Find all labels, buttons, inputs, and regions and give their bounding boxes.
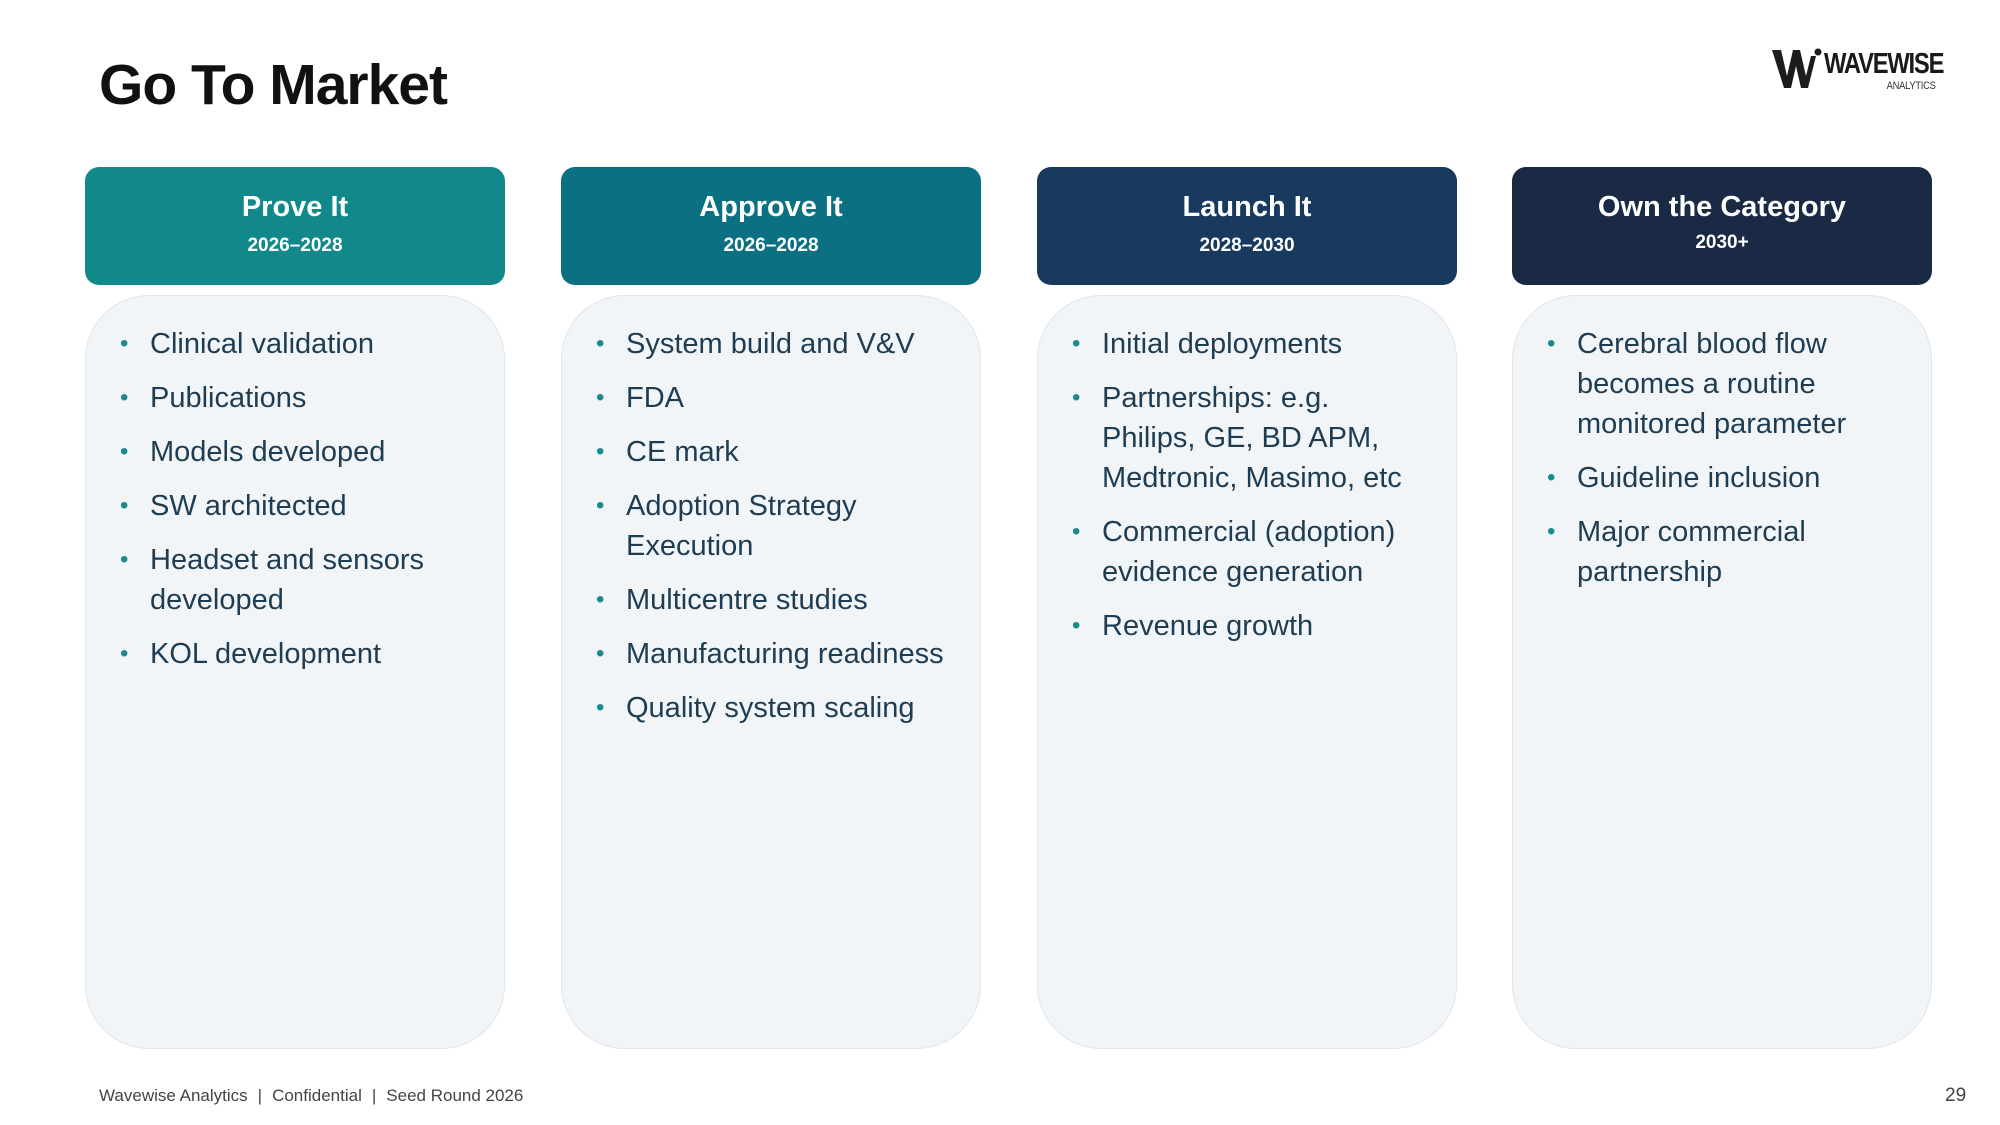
- list-item: •Revenue growth: [1072, 606, 1426, 646]
- list-item: •Cerebral blood flow becomes a routine m…: [1547, 324, 1901, 444]
- bullet-list: •Cerebral blood flow becomes a routine m…: [1513, 296, 1931, 592]
- list-item: •Headset and sensors developed: [120, 540, 474, 620]
- phase-card: •Clinical validation •Publications •Mode…: [85, 295, 505, 1049]
- bullet-icon: •: [120, 640, 129, 667]
- bullet-list: •System build and V&V •FDA •CE mark •Ado…: [562, 296, 980, 728]
- list-item: •Adoption Strategy Execution: [596, 486, 950, 566]
- list-item: •Models developed: [120, 432, 474, 472]
- logo-subtitle: ANALYTICS: [1887, 80, 1936, 92]
- phase-title: Own the Category: [1597, 191, 1847, 223]
- bullet-icon: •: [1547, 518, 1556, 545]
- list-item: •Initial deployments: [1072, 324, 1426, 364]
- bullet-icon: •: [1072, 612, 1081, 639]
- phase-header: Prove It 2026–2028: [85, 167, 505, 285]
- bullet-icon: •: [120, 546, 129, 573]
- list-item: •Publications: [120, 378, 474, 418]
- phase-header: Own the Category 2030+: [1512, 167, 1932, 285]
- list-item: •Manufacturing readiness: [596, 634, 950, 674]
- list-item: •KOL development: [120, 634, 474, 674]
- bullet-list: •Clinical validation •Publications •Mode…: [86, 296, 504, 674]
- bullet-icon: •: [1072, 518, 1081, 545]
- bullet-icon: •: [1547, 464, 1556, 491]
- phase-years: 2026–2028: [247, 235, 343, 256]
- logo-wordmark: WAVEWISE: [1824, 48, 1944, 80]
- bullet-icon: •: [120, 384, 129, 411]
- slide-title: Go To Market: [99, 53, 448, 117]
- footer-separator: |: [257, 1086, 263, 1105]
- bullet-icon: •: [596, 586, 605, 613]
- footer-separator: |: [371, 1086, 377, 1105]
- bullet-icon: •: [596, 640, 605, 667]
- footer-company: Wavewise Analytics: [99, 1086, 248, 1105]
- bullet-icon: •: [596, 330, 605, 357]
- bullet-icon: •: [596, 694, 605, 721]
- slide-footer: Wavewise Analytics | Confidential | Seed Rou…: [99, 1086, 523, 1106]
- bullet-icon: •: [120, 438, 129, 465]
- list-item: •FDA: [596, 378, 950, 418]
- bullet-icon: •: [1547, 330, 1556, 357]
- wavewise-logo: WAVEWISE ANALYTICS: [1770, 46, 1944, 96]
- bullet-icon: •: [120, 330, 129, 357]
- phase-header: Launch It 2028–2030: [1037, 167, 1457, 285]
- bullet-list: •Initial deployments •Partnerships: e.g.…: [1038, 296, 1456, 646]
- bullet-icon: •: [1072, 384, 1081, 411]
- list-item: •Quality system scaling: [596, 688, 950, 728]
- phase-title: Prove It: [241, 191, 349, 223]
- bullet-icon: •: [596, 438, 605, 465]
- list-item: •CE mark: [596, 432, 950, 472]
- phase-title: Approve It: [699, 191, 843, 223]
- list-item: •Guideline inclusion: [1547, 458, 1901, 498]
- list-item: •Clinical validation: [120, 324, 474, 364]
- list-item: •SW architected: [120, 486, 474, 526]
- footer-round: Seed Round 2026: [386, 1086, 524, 1105]
- list-item: •System build and V&V: [596, 324, 950, 364]
- phase-card: •Initial deployments •Partnerships: e.g.…: [1037, 295, 1457, 1049]
- phase-years: 2028–2030: [1199, 235, 1295, 256]
- bullet-icon: •: [120, 492, 129, 519]
- phase-years: 2026–2028: [723, 235, 819, 256]
- phase-card: •System build and V&V •FDA •CE mark •Ado…: [561, 295, 981, 1049]
- phase-card: •Cerebral blood flow becomes a routine m…: [1512, 295, 1932, 1049]
- bullet-icon: •: [596, 384, 605, 411]
- bullet-icon: •: [1072, 330, 1081, 357]
- list-item: •Commercial (adoption) evidence generati…: [1072, 512, 1426, 592]
- bullet-icon: •: [596, 492, 605, 519]
- list-item: •Multicentre studies: [596, 580, 950, 620]
- list-item: •Major commercial partnership: [1547, 512, 1901, 592]
- phase-years: 2030+: [1695, 232, 1749, 253]
- phase-header: Approve It 2026–2028: [561, 167, 981, 285]
- list-item: •Partnerships: e.g. Philips, GE, BD APM,…: [1072, 378, 1426, 498]
- page-number: 29: [1945, 1085, 1967, 1106]
- footer-confidential: Confidential: [272, 1086, 362, 1105]
- wave-logo-icon: [1772, 48, 1822, 88]
- phase-title: Launch It: [1182, 191, 1312, 223]
